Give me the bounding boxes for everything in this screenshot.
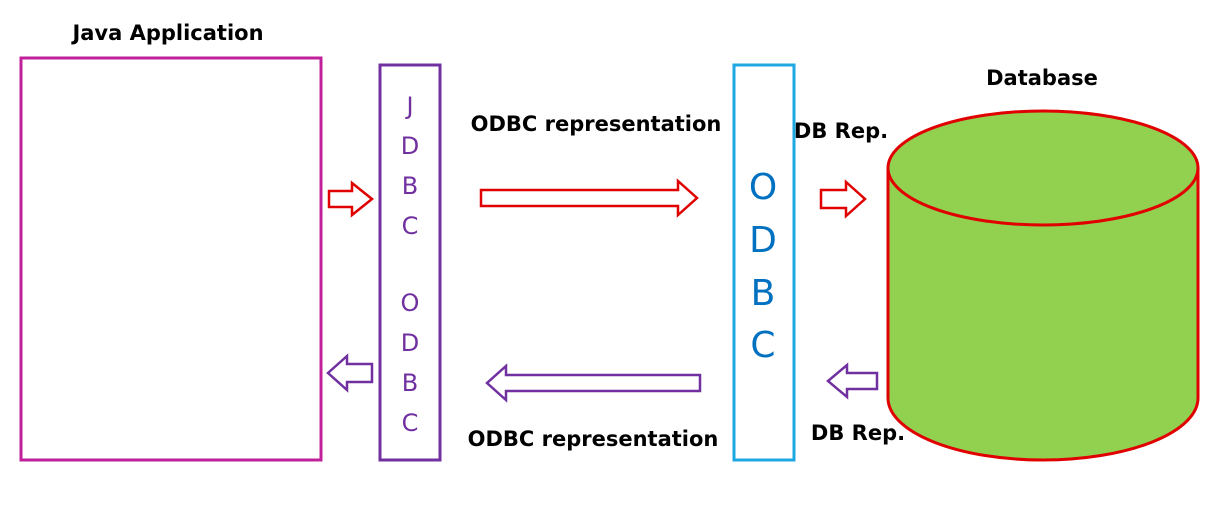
bridge-letter-8: C <box>402 409 419 437</box>
arrow-bridge-to-odbc <box>479 178 699 218</box>
odbc-box <box>732 63 796 462</box>
bridge-letter-2: D <box>401 132 419 160</box>
java-application-box <box>19 56 323 462</box>
database-label: Database <box>986 66 1098 90</box>
arrow-bridge-to-java <box>326 353 374 393</box>
database-cylinder <box>886 109 1200 462</box>
odbc-letter-3: B <box>751 273 776 314</box>
odbc-letter-1: O <box>749 167 777 208</box>
arrow-odbc-to-bridge <box>485 363 702 403</box>
arrow-database-to-odbc <box>826 362 879 400</box>
bridge-letter-3: B <box>402 172 418 200</box>
odbc-representation-bottom-label: ODBC representation <box>468 427 719 451</box>
odbc-representation-top-label: ODBC representation <box>471 112 722 136</box>
odbc-letter-4: C <box>750 325 775 366</box>
bridge-letter-7: B <box>402 369 418 397</box>
bridge-letter-6: D <box>401 329 419 357</box>
arrow-odbc-to-database <box>819 179 867 219</box>
java-application-label: Java Application <box>70 21 263 45</box>
db-rep-bottom-label: DB Rep. <box>811 421 905 445</box>
arrow-java-to-bridge <box>327 180 375 218</box>
jdbc-odbc-bridge-box <box>378 63 442 462</box>
bridge-letter-5: O <box>401 289 420 317</box>
odbc-letters: ODBC <box>749 167 777 366</box>
bridge-letter-1: J <box>404 92 413 120</box>
odbc-letter-2: D <box>749 220 777 261</box>
bridge-letter-4: C <box>402 212 419 240</box>
db-rep-top-label: DB Rep. <box>794 119 888 143</box>
